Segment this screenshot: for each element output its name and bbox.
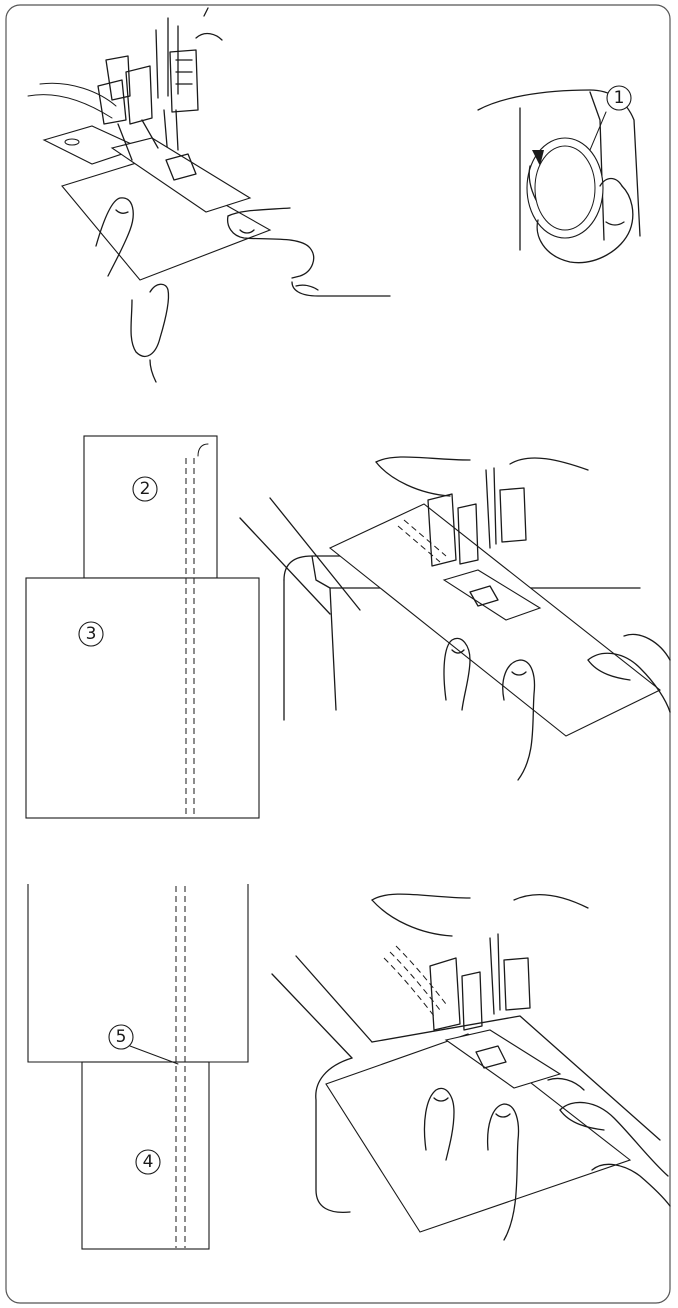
callout-5-label: 5 — [116, 1027, 127, 1047]
callout-2-label: 2 — [140, 479, 151, 499]
callout-1-label: 1 — [614, 88, 625, 108]
panel-machine-sewing-middle — [240, 457, 670, 780]
fabric-piece-3 — [26, 578, 259, 818]
callout-3-label: 3 — [86, 624, 97, 644]
callout-4-label: 4 — [143, 1152, 154, 1172]
panel-presser-foot-fabric — [28, 8, 390, 382]
fabric-piece-2 — [84, 436, 217, 578]
panel-fabric-layers-4-5: 5 4 — [28, 884, 248, 1249]
panel-machine-sewing-bottom — [272, 894, 670, 1240]
fabric-piece-upper — [28, 884, 248, 1062]
panel-fabric-layers-2-3: 2 3 — [26, 436, 259, 818]
panel-handwheel: 1 — [478, 86, 640, 263]
